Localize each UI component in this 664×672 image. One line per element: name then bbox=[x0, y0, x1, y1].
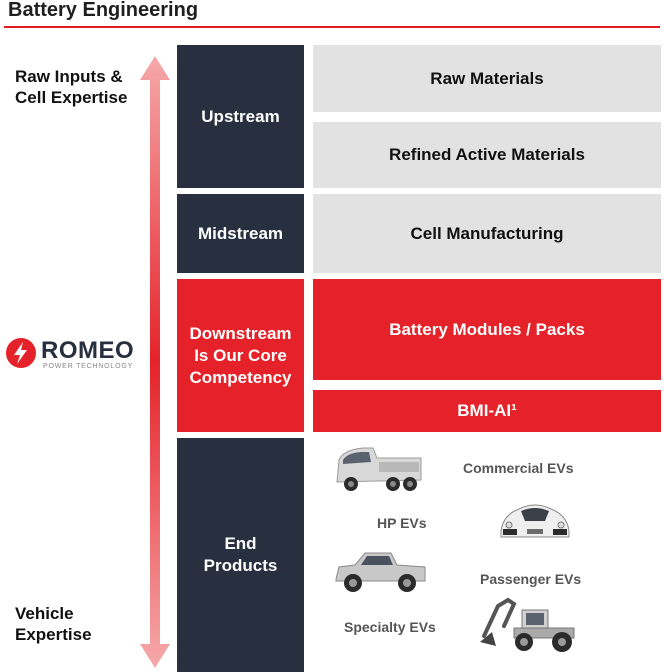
vehicle-expertise-line-2: Expertise bbox=[15, 625, 92, 644]
stage-end-products: End Products bbox=[177, 438, 304, 672]
passenger-evs-label: Passenger EVs bbox=[480, 571, 582, 587]
raw-materials-label: Raw Materials bbox=[430, 68, 544, 88]
raw-inputs-line-1: Raw Inputs & bbox=[15, 67, 123, 86]
stage-downstream-line-2: Is Our Core bbox=[194, 345, 287, 365]
raw-inputs-label: Raw Inputs & Cell Expertise bbox=[15, 66, 127, 108]
stage-downstream: Downstream Is Our Core Competency bbox=[177, 279, 304, 432]
specialty-evs-label: Specialty EVs bbox=[344, 619, 436, 635]
cell-manufacturing-label: Cell Manufacturing bbox=[410, 223, 564, 243]
stage-upstream: Upstream bbox=[177, 45, 304, 188]
stage-downstream-line-3: Competency bbox=[189, 367, 292, 387]
stage-midstream-label: Midstream bbox=[197, 223, 284, 243]
stage-upstream-label: Upstream bbox=[201, 106, 280, 126]
raw-materials-box: Raw Materials bbox=[313, 45, 661, 112]
cell-manufacturing-box: Cell Manufacturing bbox=[313, 194, 661, 273]
page-title: Battery Engineering bbox=[8, 0, 199, 21]
pickup-truck-icon bbox=[335, 552, 426, 592]
battery-modules-box: Battery Modules / Packs bbox=[313, 279, 661, 380]
logo-tagline: POWER TECHNOLOGY bbox=[43, 363, 134, 370]
title-divider bbox=[4, 26, 660, 28]
stage-midstream: Midstream bbox=[177, 194, 304, 273]
refined-materials-label: Refined Active Materials bbox=[389, 145, 585, 164]
bmi-ai-label: BMI-AI¹ bbox=[457, 401, 517, 420]
vehicle-expertise-line-1: Vehicle bbox=[15, 604, 74, 623]
logo-wordmark: ROMEO bbox=[41, 337, 135, 364]
romeo-logo: ROMEO POWER TECHNOLOGY bbox=[5, 334, 145, 374]
sports-car-icon bbox=[500, 504, 570, 538]
commercial-evs-label: Commercial EVs bbox=[463, 460, 574, 476]
stage-downstream-line-1: Downstream bbox=[189, 323, 292, 343]
commercial-truck-icon bbox=[336, 447, 422, 491]
value-chain-arrow bbox=[140, 56, 170, 668]
battery-modules-label: Battery Modules / Packs bbox=[389, 319, 585, 339]
refined-materials-box: Refined Active Materials bbox=[313, 122, 661, 188]
stage-end-products-line-1: End bbox=[224, 534, 257, 553]
backhoe-icon bbox=[480, 597, 575, 652]
raw-inputs-line-2: Cell Expertise bbox=[15, 88, 128, 107]
bmi-ai-box: BMI-AI¹ bbox=[313, 390, 661, 432]
lightning-bolt-icon bbox=[6, 338, 36, 368]
stage-end-products-line-2: Products bbox=[203, 556, 278, 575]
vehicle-expertise-label: Vehicle Expertise bbox=[15, 603, 92, 645]
hp-evs-label: HP EVs bbox=[377, 515, 427, 531]
